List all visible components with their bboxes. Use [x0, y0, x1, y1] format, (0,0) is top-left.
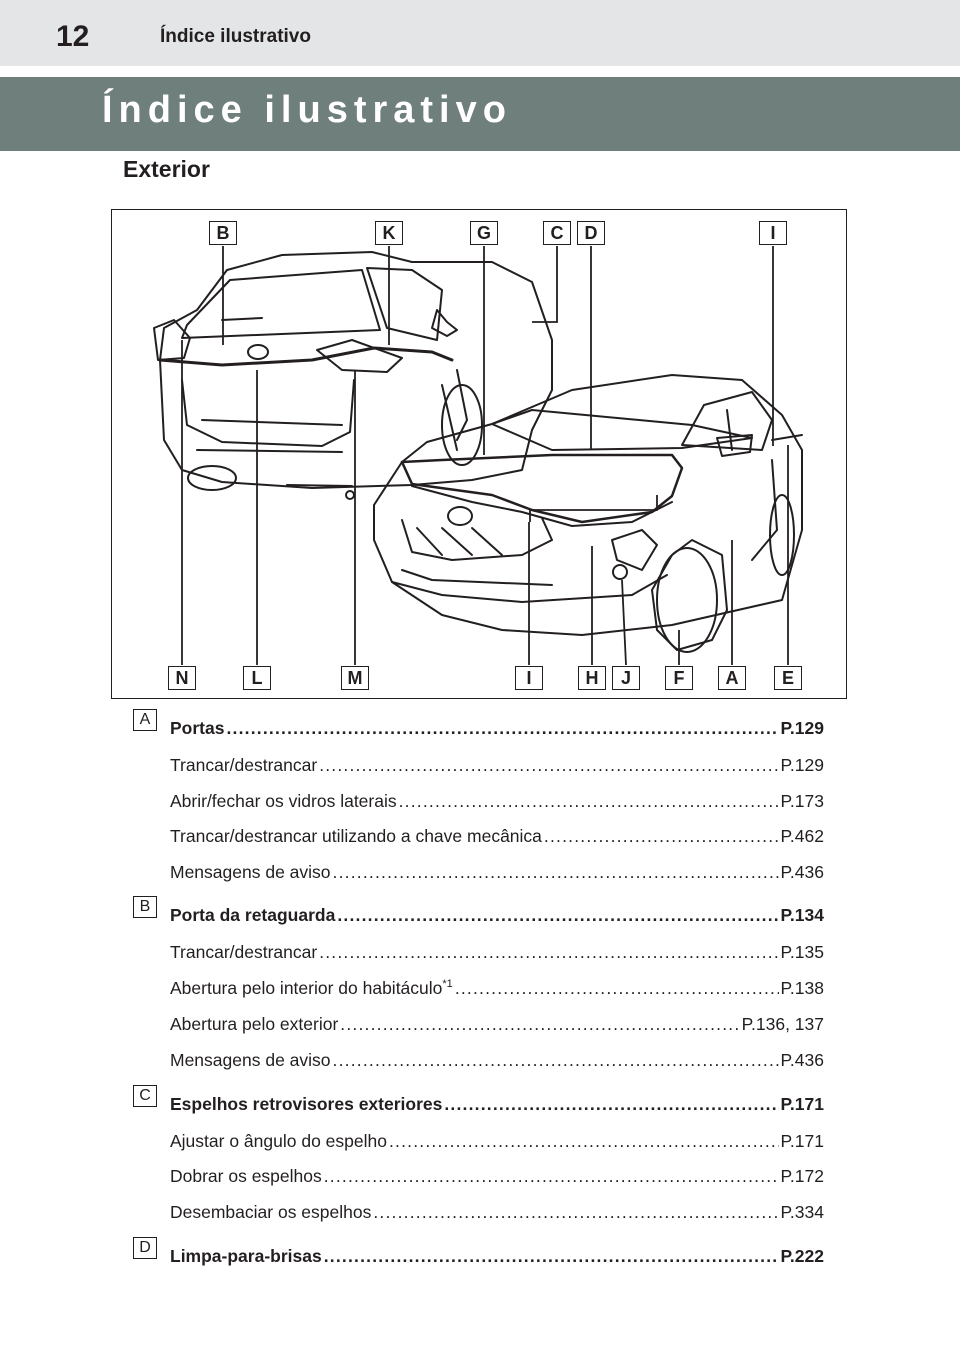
- page-reference[interactable]: P.222: [780, 1246, 824, 1266]
- running-title: Índice ilustrativo: [160, 26, 311, 47]
- page-reference[interactable]: P.172: [780, 1166, 824, 1186]
- entry-letter-b: B: [133, 896, 157, 918]
- index-entry-sub: Trancar/destrancarP.135: [170, 942, 824, 966]
- index-entry-sub: Abertura pelo interior do habitáculo*1P.…: [170, 978, 824, 1002]
- entry-letter-d: D: [133, 1237, 157, 1259]
- callout-label-h: H: [578, 666, 606, 690]
- callout-label-j: J: [612, 666, 640, 690]
- page-reference[interactable]: P.334: [780, 1202, 824, 1222]
- callout-label-f: F: [665, 666, 693, 690]
- index-entry-main: Porta da retaguardaP.134: [170, 905, 824, 929]
- chapter-banner: Índice ilustrativo: [0, 77, 960, 151]
- index-entry-sub: Dobrar os espelhosP.172: [170, 1166, 824, 1190]
- callout-label-i-bottom: I: [515, 666, 543, 690]
- index-entry-main: Limpa-para-brisasP.222: [170, 1246, 824, 1270]
- index-entry-sub: Ajustar o ângulo do espelhoP.171: [170, 1131, 824, 1155]
- index-entry-sub: Trancar/destrancar utilizando a chave me…: [170, 826, 824, 850]
- page-reference[interactable]: P.173: [780, 791, 824, 811]
- callout-label-k: K: [375, 221, 403, 245]
- footnote-marker: *1: [442, 978, 453, 991]
- vehicle-line-drawing: [153, 246, 803, 666]
- index-entry-main: Espelhos retrovisores exterioresP.171: [170, 1094, 824, 1118]
- page-reference[interactable]: P.129: [780, 755, 824, 775]
- page-reference[interactable]: P.436: [780, 1050, 824, 1070]
- callout-label-a: A: [718, 666, 746, 690]
- index-entry-sub: Mensagens de avisoP.436: [170, 1050, 824, 1074]
- vehicle-exterior-illustration: B K G C D I N L M I H J F A E: [111, 209, 847, 699]
- page-reference[interactable]: P.135: [780, 942, 824, 962]
- page-number: 12: [56, 20, 90, 53]
- page-reference[interactable]: P.129: [780, 718, 824, 738]
- callout-label-e: E: [774, 666, 802, 690]
- entry-letter-c: C: [133, 1085, 157, 1107]
- running-header: 12 Índice ilustrativo: [0, 0, 960, 66]
- index-entry-sub: Abertura pelo exteriorP.136, 137: [170, 1014, 824, 1038]
- callout-label-n: N: [168, 666, 196, 690]
- page-reference[interactable]: P.134: [780, 905, 824, 925]
- chapter-title: Índice ilustrativo: [102, 89, 512, 131]
- index-entry-main: PortasP.129: [170, 718, 824, 742]
- callout-label-m: M: [341, 666, 369, 690]
- index-entry-sub: Desembaciar os espelhosP.334: [170, 1202, 824, 1226]
- page-reference[interactable]: P.462: [780, 826, 824, 846]
- index-entry-sub: Trancar/destrancarP.129: [170, 755, 824, 779]
- callout-label-l: L: [243, 666, 271, 690]
- entry-letter-a: A: [133, 709, 157, 731]
- callout-label-i-top: I: [759, 221, 787, 245]
- page-reference[interactable]: P.136, 137: [741, 1014, 824, 1034]
- page-reference[interactable]: P.138: [780, 978, 824, 998]
- callout-label-b: B: [209, 221, 237, 245]
- page-reference[interactable]: P.436: [780, 862, 824, 882]
- page-reference[interactable]: P.171: [780, 1131, 824, 1151]
- section-title: Exterior: [123, 156, 210, 182]
- callout-label-d: D: [577, 221, 605, 245]
- index-entry-sub: Abrir/fechar os vidros lateraisP.173: [170, 791, 824, 815]
- index-entry-sub: Mensagens de avisoP.436: [170, 862, 824, 886]
- callout-label-c: C: [543, 221, 571, 245]
- callout-label-g: G: [470, 221, 498, 245]
- page-reference[interactable]: P.171: [780, 1094, 824, 1114]
